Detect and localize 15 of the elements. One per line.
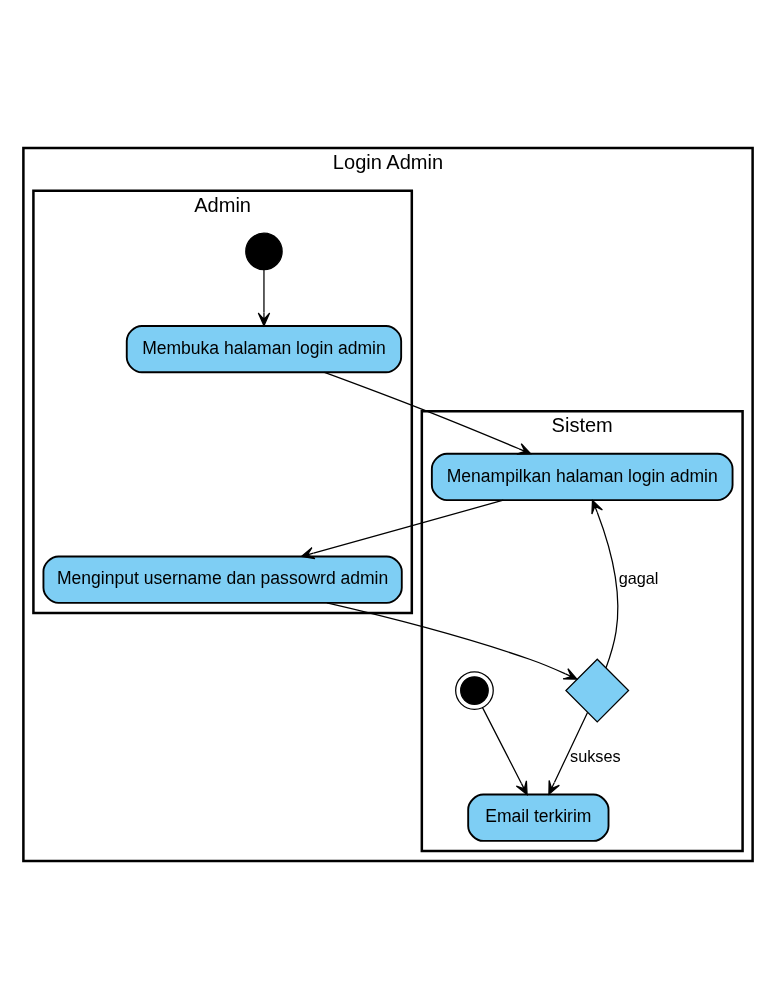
node-box: Menginput username dan passowrd admin <box>42 555 403 604</box>
arrow <box>257 268 271 326</box>
node-diamond <box>565 657 630 723</box>
arrow <box>300 499 504 559</box>
node-box: Menampilkan halaman login admin <box>430 452 734 501</box>
arrow <box>481 706 528 795</box>
arrow <box>548 711 589 795</box>
edge-label: gagal <box>618 568 659 587</box>
node-box: Email terkirim <box>467 793 610 842</box>
node-circle <box>455 670 494 710</box>
edge-label: sukses <box>570 746 621 765</box>
node-box: Membuka halaman login admin <box>125 324 403 373</box>
arrow <box>323 371 532 455</box>
arrow <box>591 499 619 668</box>
node-circle <box>245 232 283 270</box>
